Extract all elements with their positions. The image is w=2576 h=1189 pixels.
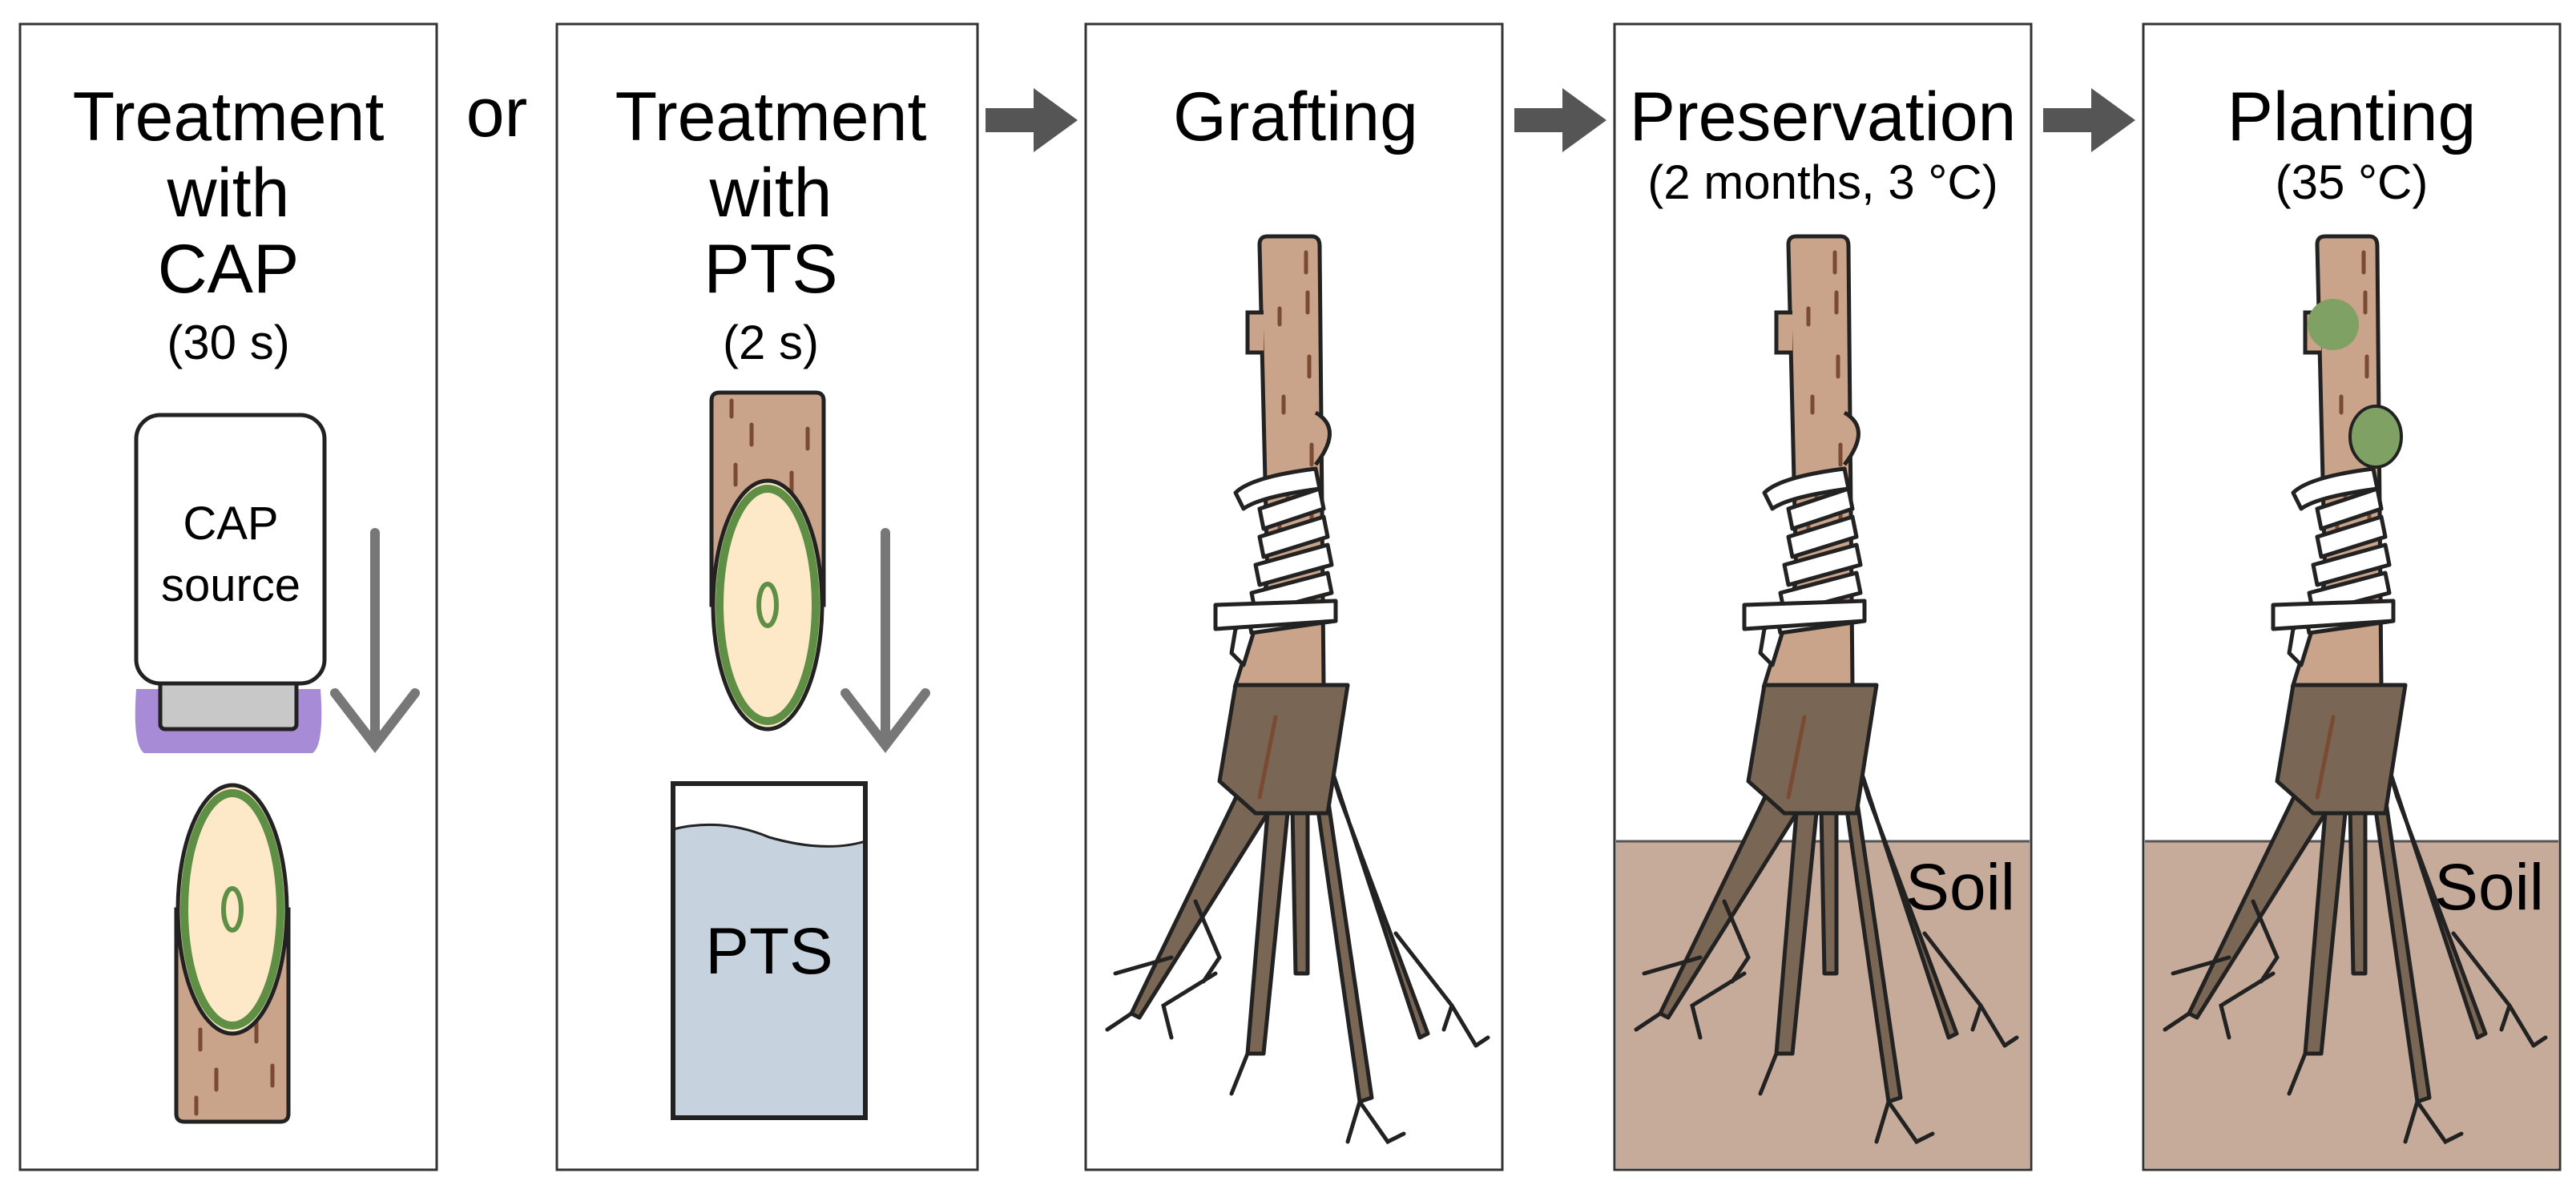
soil-label: Soil xyxy=(2434,851,2544,924)
bud-icon xyxy=(2308,299,2359,350)
panel-title-line: PTS xyxy=(703,231,837,308)
process-arrow xyxy=(986,88,1078,152)
panel-cap-treatment: Treatment with CAP (30 s) CAP source xyxy=(18,22,438,1171)
panel-subtitle: (30 s) xyxy=(167,316,289,369)
panel-title-line: CAP xyxy=(158,231,300,308)
panel-title-line: Treatment xyxy=(615,79,927,155)
panel-subtitle: (2 s) xyxy=(723,316,819,369)
process-arrow xyxy=(1514,88,1606,152)
panel-title-line: Grafting xyxy=(1173,79,1418,155)
container-label: PTS xyxy=(705,915,832,988)
cutting-icon xyxy=(712,393,824,729)
cap-source-device: CAP source xyxy=(134,413,327,753)
cutting-icon xyxy=(176,785,288,1122)
panel-title-line: Planting xyxy=(2227,79,2477,155)
panel-pts-treatment: Treatment with PTS (2 s) PTS xyxy=(555,22,979,1171)
panel-title-line: Treatment xyxy=(73,79,385,155)
panel-title-line: with xyxy=(167,155,290,232)
down-arrow-icon xyxy=(330,528,420,753)
panel-preservation: Preservation (2 months, 3 °C) Soil xyxy=(1613,22,2033,1171)
panel-title-line: Preservation xyxy=(1630,79,2017,155)
device-label-line: source xyxy=(161,559,300,611)
pts-container: PTS xyxy=(671,781,868,1120)
down-arrow-icon xyxy=(841,528,930,753)
panel-grafting: Grafting xyxy=(1084,22,1504,1171)
panel-subtitle: (2 months, 3 °C) xyxy=(1647,155,1998,209)
panel-planting: Planting (35 °C) Soil xyxy=(2142,22,2562,1171)
bud-icon xyxy=(2348,405,2403,469)
panel-title-line: with xyxy=(709,155,832,232)
process-arrow xyxy=(2043,88,2135,152)
or-connector: or xyxy=(466,75,527,151)
device-label-line: CAP xyxy=(183,498,278,550)
panel-subtitle: (35 °C) xyxy=(2276,155,2429,209)
soil-label: Soil xyxy=(1905,851,2015,924)
